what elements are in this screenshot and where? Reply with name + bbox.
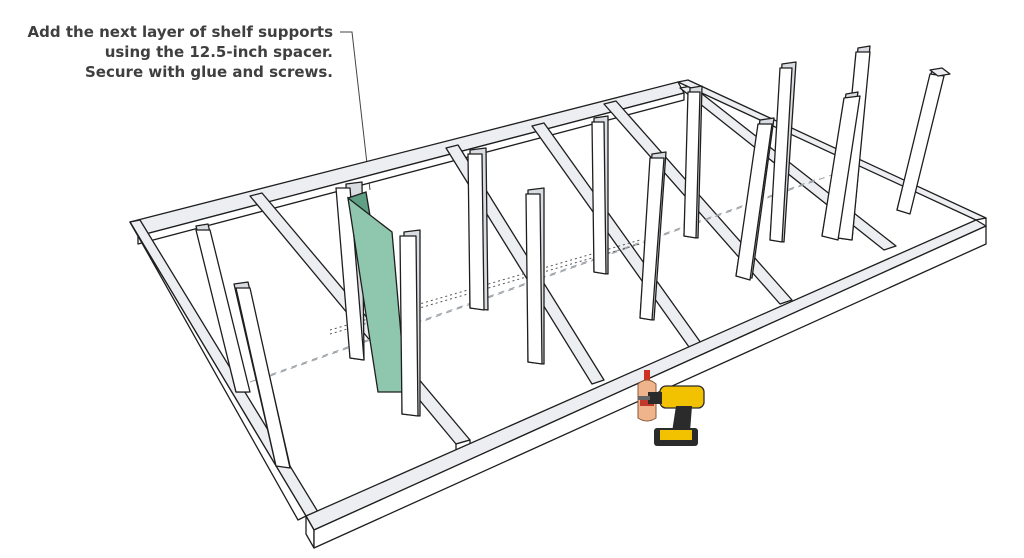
instruction-line-1: Add the next layer of shelf supports <box>27 23 333 41</box>
cordless-drill-icon <box>638 385 705 446</box>
post <box>769 61 797 243</box>
shelf-support-posts <box>195 45 951 469</box>
post <box>195 223 251 393</box>
spacer-block-12-5-inch <box>347 191 407 393</box>
post <box>821 91 861 241</box>
frame-left-rail <box>129 219 319 521</box>
post <box>399 229 421 417</box>
post <box>591 115 609 275</box>
post <box>525 187 545 365</box>
instruction-line-3: Secure with glue and screws. <box>85 63 333 81</box>
post <box>735 117 775 281</box>
post <box>896 67 951 215</box>
post <box>639 151 667 321</box>
instruction-caption: Add the next layer of shelf supports usi… <box>0 22 333 82</box>
caption-leader-line <box>340 31 371 191</box>
post <box>233 281 291 469</box>
glue-bottle-icon <box>637 370 657 422</box>
instruction-line-2: using the 12.5-inch spacer. <box>104 43 333 61</box>
post <box>467 147 489 311</box>
post <box>683 85 703 239</box>
